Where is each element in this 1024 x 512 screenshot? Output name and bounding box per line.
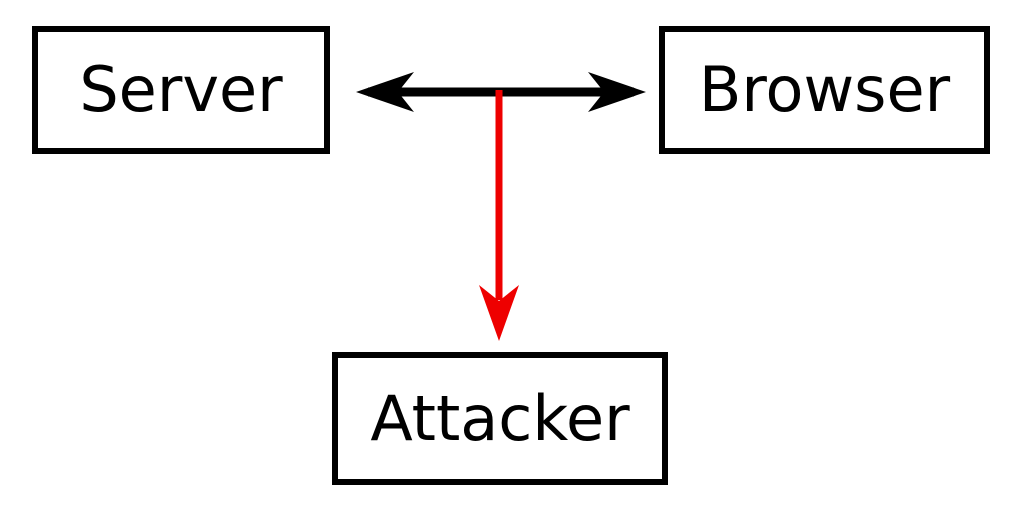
node-server-label: Server <box>79 53 283 126</box>
edge-link-attacker[interactable] <box>479 90 519 341</box>
node-browser-label: Browser <box>698 53 951 126</box>
edge-link-attacker-arrowhead <box>479 285 519 341</box>
node-attacker[interactable]: Attacker <box>332 352 668 485</box>
edge-server-browser-arrowhead-right <box>588 72 646 112</box>
node-server[interactable]: Server <box>32 26 330 154</box>
edge-server-browser-arrowhead-left <box>356 72 414 112</box>
node-attacker-label: Attacker <box>370 381 630 455</box>
node-browser[interactable]: Browser <box>659 26 990 154</box>
